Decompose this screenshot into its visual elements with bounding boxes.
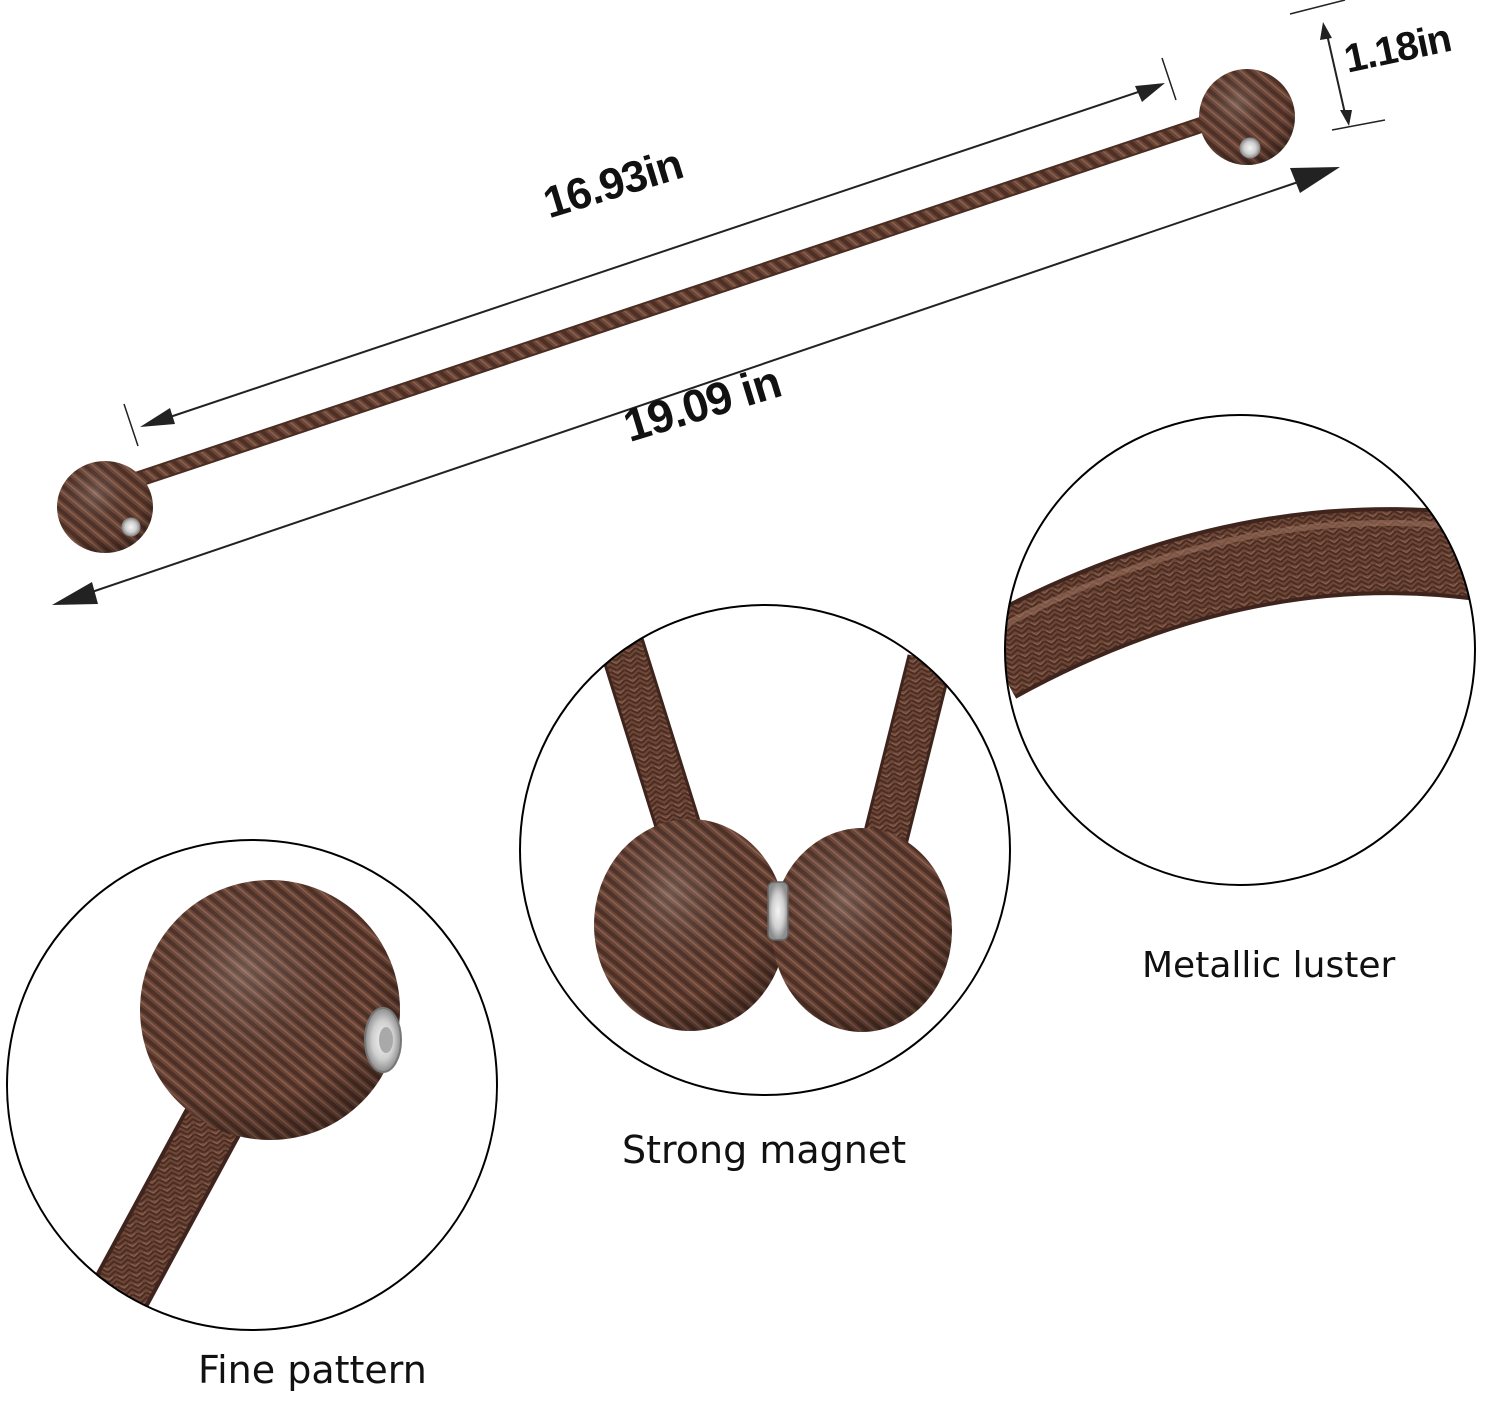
strong-magnet-caption: Strong magnet: [622, 1128, 907, 1172]
metallic-luster-detail: [1004, 414, 1476, 886]
magnet-icon: [121, 517, 141, 537]
metallic-luster-caption: Metallic luster: [1142, 945, 1396, 986]
fine-pattern-caption: Fine pattern: [198, 1348, 427, 1392]
left-ball: [57, 461, 153, 553]
total-length-arrow: [52, 167, 1340, 605]
strong-magnet-detail: [519, 604, 1011, 1096]
right-ball: [1199, 69, 1295, 165]
magnet-icon: [767, 881, 789, 941]
inner-length-arrow: [123, 57, 1177, 447]
tieback-full-view: [52, 0, 1386, 605]
ball-diameter-arrow: [1289, 0, 1386, 131]
fine-pattern-detail: [6, 839, 498, 1331]
magnet-icon: [1239, 137, 1261, 159]
